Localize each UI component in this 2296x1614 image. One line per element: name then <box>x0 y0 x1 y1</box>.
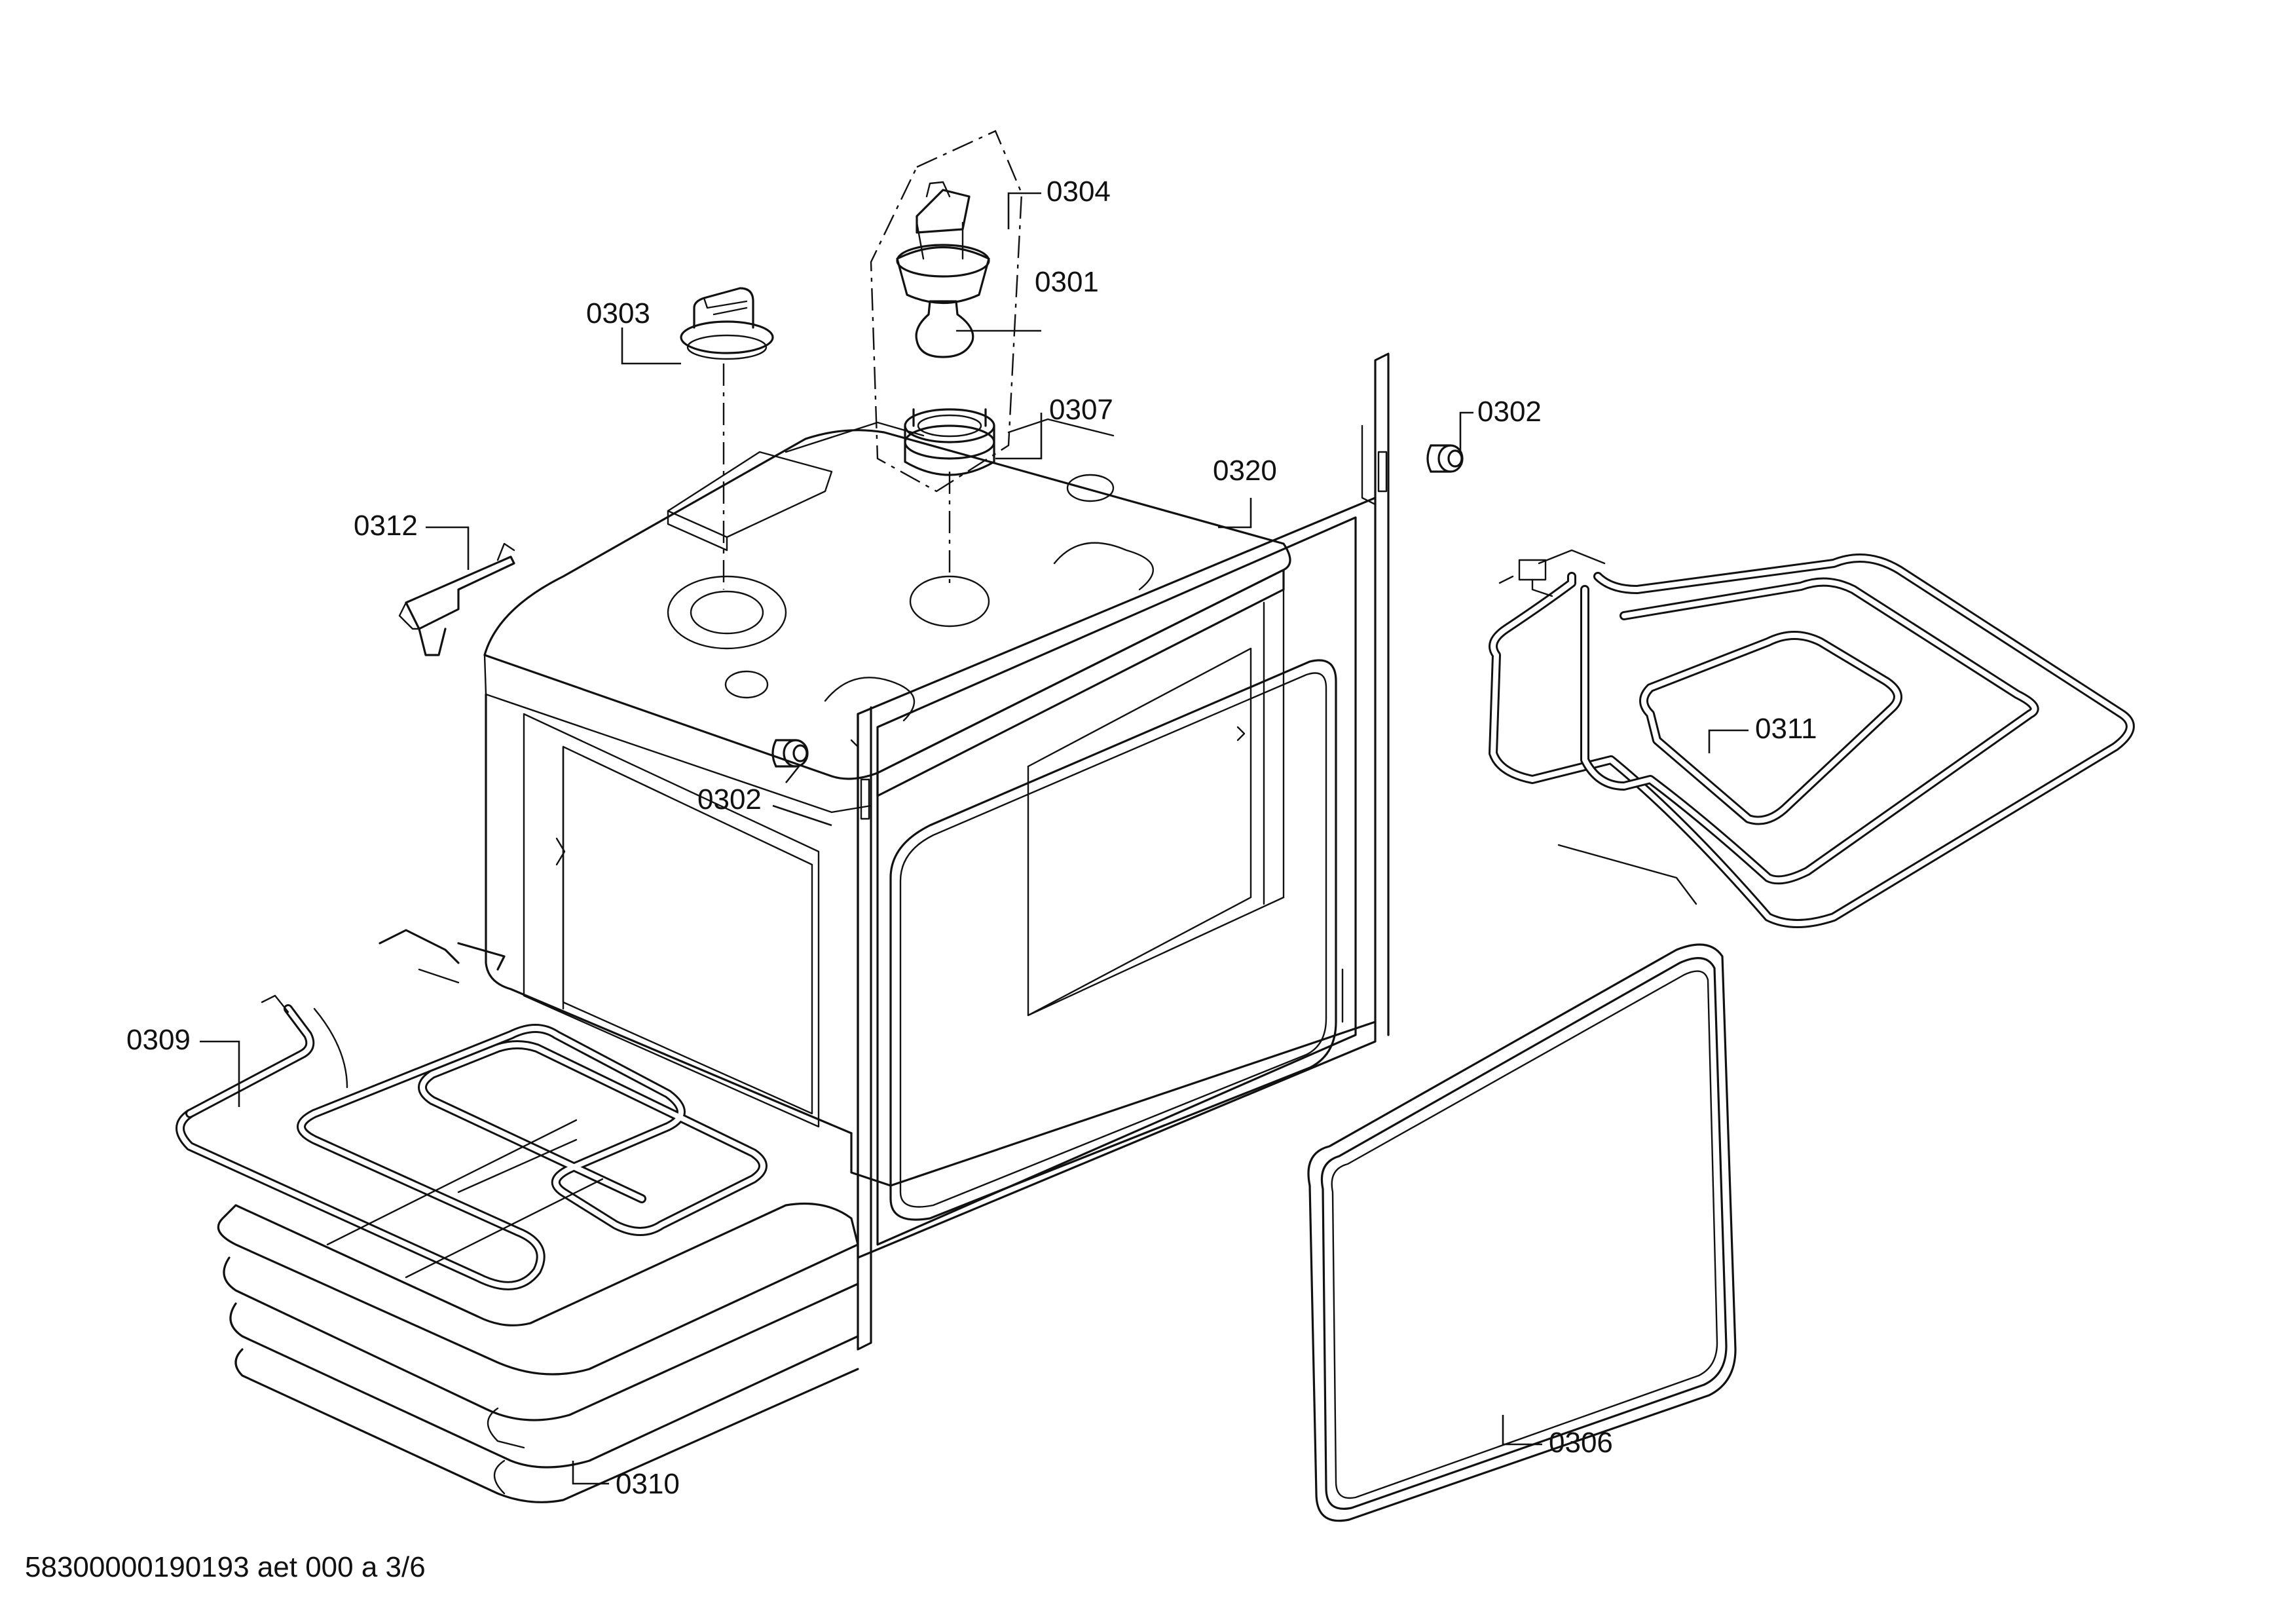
document-id: 58300000190193 aet 000 a 3/6 <box>25 1551 426 1583</box>
callout-0320: 0320 <box>1213 455 1277 487</box>
callout-0301: 0301 <box>1035 266 1099 298</box>
door-seal-0306 <box>1307 943 1737 1522</box>
bracket-0312 <box>398 542 515 656</box>
grill-element-0311 <box>1489 549 2135 928</box>
part-0303 <box>680 287 774 590</box>
callout-0304: 0304 <box>1046 176 1111 208</box>
lamp-assembly-0304 <box>870 130 1023 590</box>
insulation-0310 <box>217 1202 859 1503</box>
callout-0307: 0307 <box>1049 394 1113 426</box>
callout-0303: 0303 <box>586 297 650 329</box>
bush-0302-top <box>1426 444 1464 473</box>
callout-0306: 0306 <box>1549 1427 1613 1459</box>
callout-labels: 0304 0301 0303 0307 0302 0320 0312 0302 … <box>126 176 1817 1500</box>
leader-lines <box>200 192 1749 1485</box>
callout-0302-mid: 0302 <box>697 783 762 816</box>
callout-0309: 0309 <box>126 1024 191 1056</box>
callout-0310: 0310 <box>616 1468 680 1500</box>
callout-0311: 0311 <box>1755 713 1817 745</box>
bottom-heater-0309 <box>176 929 768 1290</box>
bush-0302-mid <box>771 739 809 768</box>
callout-0312: 0312 <box>354 510 418 542</box>
callout-0302-top: 0302 <box>1477 396 1542 428</box>
oven-muffle-0320 <box>483 352 1390 1351</box>
